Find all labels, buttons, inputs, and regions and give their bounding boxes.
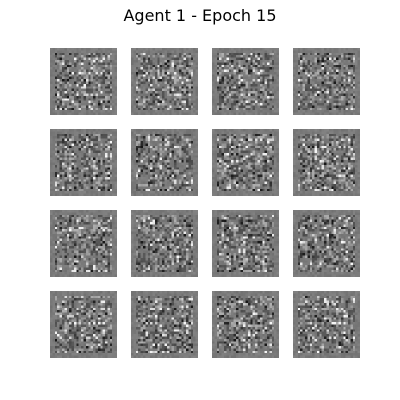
generated-sample-tile [131,129,198,196]
generated-sample-tile [293,129,360,196]
generated-sample-tile [293,210,360,277]
generated-sample-tile [131,210,198,277]
generated-sample-tile [50,48,117,115]
figure-title: Agent 1 - Epoch 15 [123,6,277,25]
generated-sample-tile [50,291,117,358]
generated-sample-tile [50,129,117,196]
generated-sample-tile [293,48,360,115]
generated-sample-tile [293,291,360,358]
generated-sample-tile [212,129,279,196]
generated-sample-tile [131,48,198,115]
generated-sample-tile [212,291,279,358]
sample-grid [50,48,360,358]
generated-sample-tile [212,210,279,277]
generated-sample-tile [50,210,117,277]
generated-sample-tile [212,48,279,115]
generated-sample-tile [131,291,198,358]
